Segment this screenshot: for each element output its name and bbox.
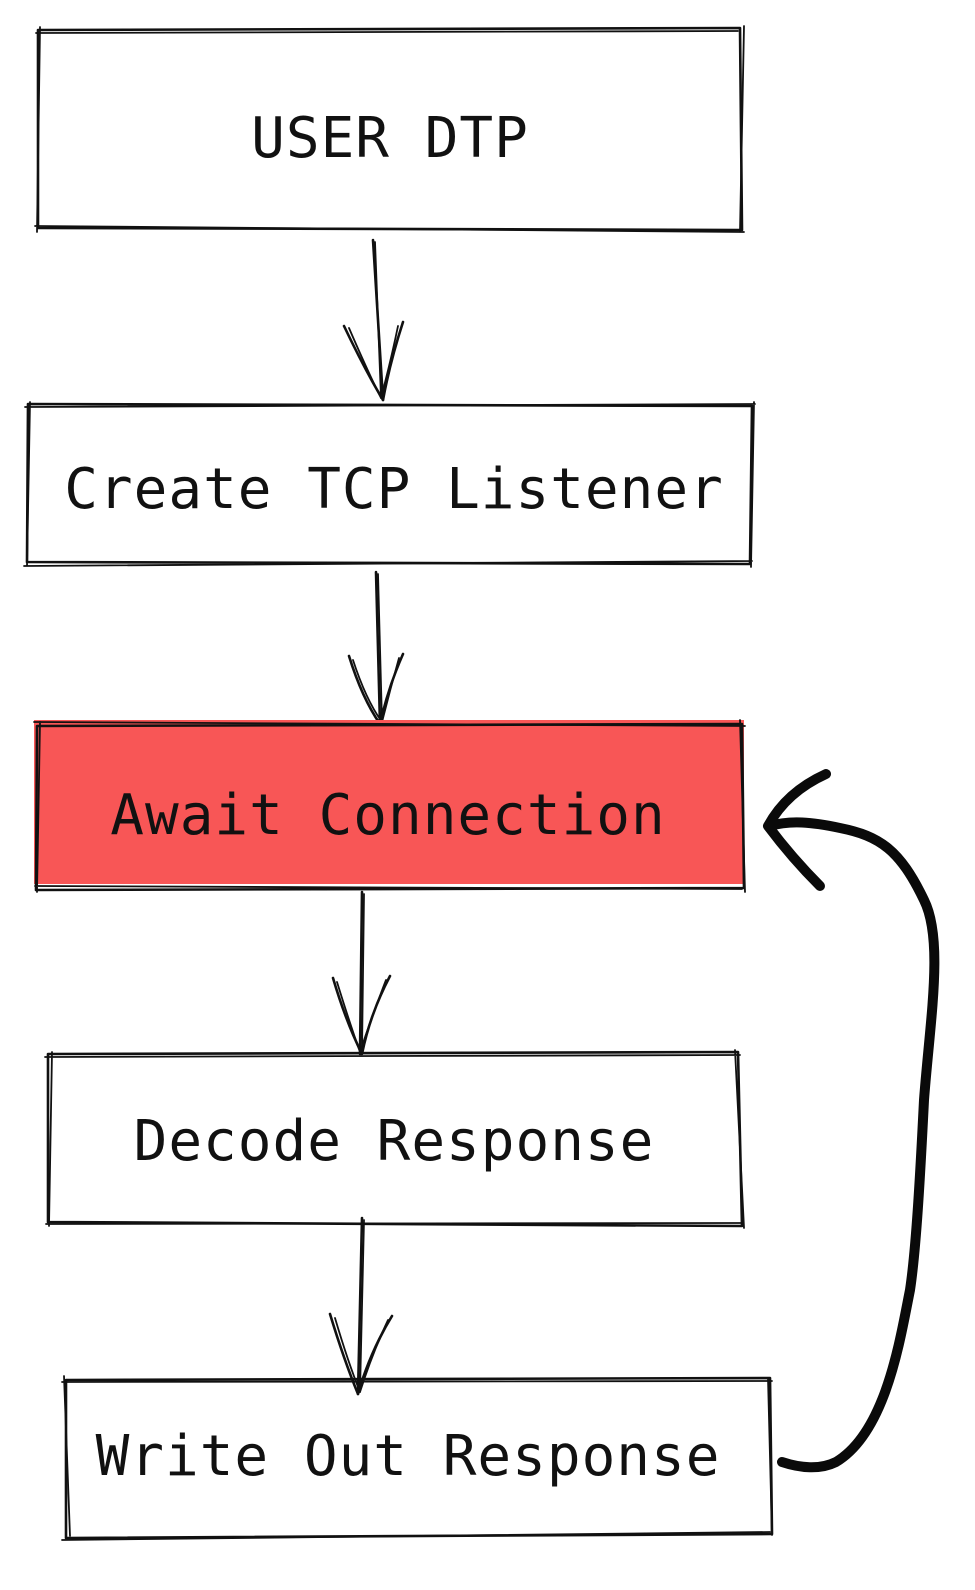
loop-back-arrow [763,769,940,1473]
node-user-dtp: USER DTP [34,25,745,233]
node-highlight-fill [34,720,744,884]
arrow-await-connection-to-decode-response [331,890,392,1056]
node-label: Await Connection [110,783,665,848]
node-label: Decode Response [134,1109,655,1174]
arrow-create-tcp-listener-to-await-connection [347,570,405,726]
node-label: Create TCP Listener [64,457,724,522]
node-await-connection: Await Connection [33,719,746,893]
node-label: Write Out Response [96,1424,721,1489]
arrow-user-dtp-to-create-tcp-listener [342,238,405,402]
node-decode-response: Decode Response [44,1049,745,1229]
arrow-decode-response-to-write-out-response [328,1216,394,1396]
node-write-out-response: Write Out Response [61,1375,774,1541]
node-create-tcp-listener: Create TCP Listener [23,401,756,568]
node-label: USER DTP [251,106,529,171]
